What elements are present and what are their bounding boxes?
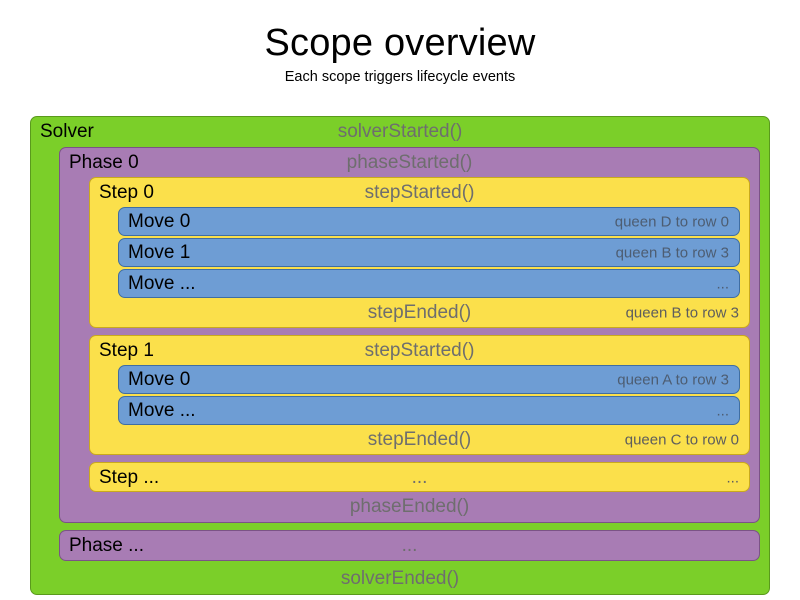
move-row[interactable]: Move ... ... bbox=[118, 396, 740, 425]
phase-0-ended-event: phaseEnded() bbox=[349, 496, 470, 517]
step-1-header: Step 1 stepStarted() bbox=[90, 336, 749, 365]
step-0-started-event: stepStarted() bbox=[364, 181, 475, 203]
step-0-moves: Move 0 queen D to row 0 Move 1 queen B t… bbox=[90, 207, 749, 298]
solver-header: Solver solverStarted() bbox=[31, 117, 769, 147]
step-ellipsis-header: Step ... ... ... bbox=[90, 463, 749, 492]
move-label: Move ... bbox=[128, 399, 196, 421]
solver-label: Solver bbox=[40, 121, 94, 142]
phase-ellipsis-label: Phase ... bbox=[69, 534, 144, 556]
phase-scope-ellipsis[interactable]: Phase ... ... bbox=[59, 530, 760, 561]
step-1-footer: stepEnded() queen C to row 0 bbox=[90, 425, 749, 454]
step-scope-ellipsis[interactable]: Step ... ... ... bbox=[89, 462, 750, 492]
page-subtitle: Each scope triggers lifecycle events bbox=[284, 68, 516, 85]
solver-ended-event: solverEnded() bbox=[340, 567, 460, 589]
step-scope-1[interactable]: Step 1 stepStarted() Move 0 queen A to r… bbox=[89, 335, 750, 455]
step-0-ended-detail: queen B to row 3 bbox=[625, 304, 739, 321]
move-row[interactable]: Move 0 queen A to row 3 bbox=[118, 365, 740, 394]
step-ellipsis-detail: ... bbox=[726, 469, 739, 486]
move-row[interactable]: Move 0 queen D to row 0 bbox=[118, 207, 740, 236]
step-1-moves: Move 0 queen A to row 3 Move ... ... bbox=[90, 365, 749, 425]
step-0-footer: stepEnded() queen B to row 3 bbox=[90, 298, 749, 327]
phase-ellipsis-header: Phase ... ... bbox=[60, 531, 759, 560]
heading-block: Scope overview Each scope triggers lifec… bbox=[0, 0, 800, 86]
move-label: Move ... bbox=[128, 272, 196, 294]
move-detail: ... bbox=[716, 402, 729, 419]
move-label: Move 1 bbox=[128, 241, 191, 263]
page-title: Scope overview bbox=[264, 22, 536, 64]
step-1-started-event: stepStarted() bbox=[364, 339, 475, 361]
move-detail: queen D to row 0 bbox=[614, 213, 729, 230]
step-0-header: Step 0 stepStarted() bbox=[90, 178, 749, 207]
phase-ellipsis-event: ... bbox=[401, 534, 418, 556]
solver-footer: solverEnded() bbox=[31, 563, 769, 594]
phase-0-body: Step 0 stepStarted() Move 0 queen D to r… bbox=[60, 177, 759, 492]
solver-started-event: solverStarted() bbox=[337, 121, 463, 142]
step-1-label: Step 1 bbox=[99, 339, 154, 361]
step-scope-0[interactable]: Step 0 stepStarted() Move 0 queen D to r… bbox=[89, 177, 750, 328]
step-0-label: Step 0 bbox=[99, 181, 154, 203]
move-label: Move 0 bbox=[128, 210, 191, 232]
phase-0-started-event: phaseStarted() bbox=[346, 151, 473, 173]
phase-0-label: Phase 0 bbox=[69, 151, 139, 173]
step-ellipsis-event: ... bbox=[411, 466, 428, 488]
solver-body: Phase 0 phaseStarted() Step 0 stepStarte… bbox=[31, 147, 769, 563]
move-detail: queen B to row 3 bbox=[615, 244, 729, 261]
move-row[interactable]: Move ... ... bbox=[118, 269, 740, 298]
move-label: Move 0 bbox=[128, 368, 191, 390]
phase-0-footer: phaseEnded() bbox=[60, 492, 759, 522]
solver-scope[interactable]: Solver solverStarted() Phase 0 phaseStar… bbox=[30, 116, 770, 595]
move-detail: queen A to row 3 bbox=[617, 371, 729, 388]
move-row[interactable]: Move 1 queen B to row 3 bbox=[118, 238, 740, 267]
phase-scope-0[interactable]: Phase 0 phaseStarted() Step 0 stepStarte… bbox=[59, 147, 760, 523]
phase-0-header: Phase 0 phaseStarted() bbox=[60, 148, 759, 177]
step-ellipsis-label: Step ... bbox=[99, 466, 160, 488]
move-detail: ... bbox=[716, 275, 729, 292]
step-1-ended-detail: queen C to row 0 bbox=[624, 431, 739, 448]
